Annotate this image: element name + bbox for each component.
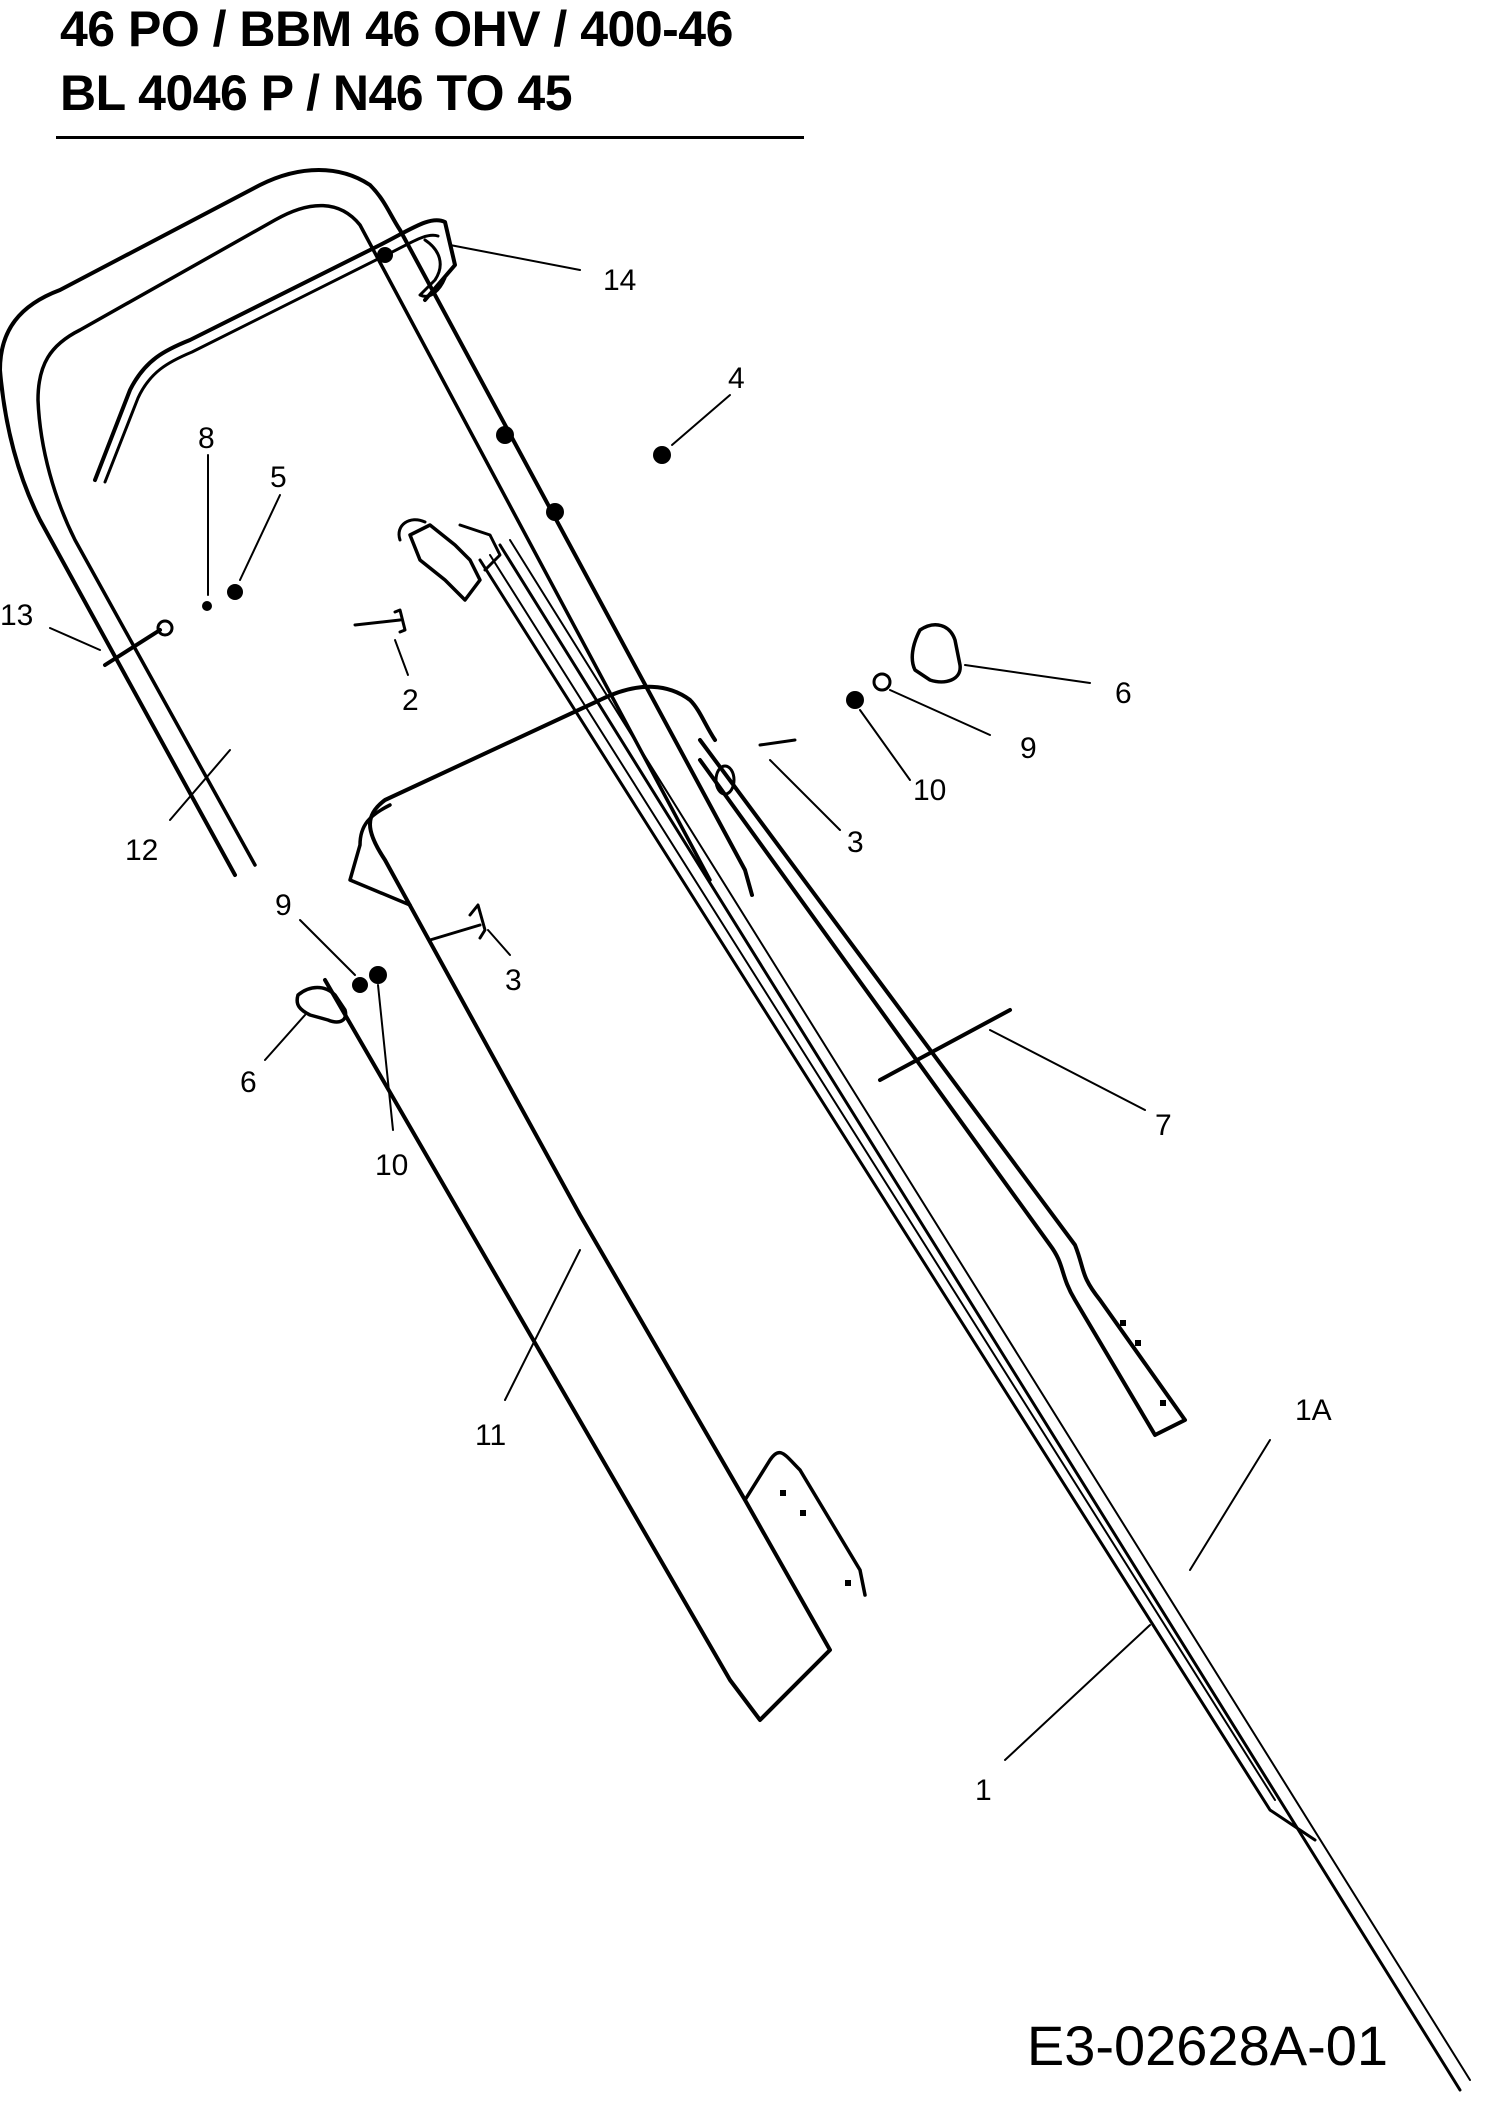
callout-9-right: 9	[1020, 732, 1037, 765]
upper-handle-inner	[36, 203, 712, 882]
callout-13: 13	[0, 599, 33, 632]
leader-3-lower	[487, 929, 511, 956]
foot-slot-1	[780, 1490, 786, 1496]
leader-3-upper	[769, 759, 841, 831]
cable-tie	[878, 1008, 1012, 1082]
callout-8: 8	[198, 422, 215, 455]
lower-handle	[323, 684, 832, 1722]
cable-1a	[498, 543, 1462, 2092]
leader-6-right	[964, 664, 1091, 684]
drawing-number: E3-02628A-01	[1026, 2014, 1388, 2077]
washer-part-10-left	[369, 966, 387, 984]
leader-7	[989, 1029, 1146, 1111]
foot-slot-4	[1120, 1320, 1126, 1326]
bolt-part-2	[353, 608, 407, 634]
leader-12	[169, 749, 231, 821]
callout-10-right: 10	[913, 774, 946, 807]
washer-part-9-right	[872, 672, 892, 692]
callout-3-lower: 3	[505, 964, 522, 997]
brake-lever-knob	[397, 518, 427, 542]
cable-1	[478, 558, 1317, 1842]
leader-9-right	[889, 689, 991, 736]
leader-4	[671, 394, 731, 446]
lower-handle-right-rail	[698, 738, 1187, 1437]
control-bail	[93, 218, 457, 482]
knob-part-6-right	[910, 623, 962, 684]
callout-4: 4	[728, 362, 745, 395]
foot-slot-5	[1135, 1340, 1141, 1346]
callout-12: 12	[125, 834, 158, 867]
washer-part-10-right	[846, 691, 864, 709]
eye-bolt-part-13	[103, 628, 162, 667]
callout-3-upper: 3	[847, 826, 864, 859]
rail-clip-2	[496, 426, 514, 444]
leader-1a	[1189, 1439, 1271, 1571]
leader-10-left	[377, 984, 394, 1131]
callout-11: 11	[475, 1419, 506, 1452]
knob-part-6-left	[295, 985, 348, 1024]
bail-hook	[418, 238, 447, 298]
leader-6-left	[264, 1014, 306, 1061]
control-bail-inner	[103, 233, 440, 484]
foot-slot-2	[800, 1510, 806, 1516]
leader-14	[449, 244, 581, 271]
leader-10-right	[859, 709, 911, 781]
leader-9-left	[299, 919, 356, 976]
cable-1a-inner	[509, 539, 1471, 2081]
washer-part-9-left	[352, 977, 368, 993]
callout-1: 1	[975, 1774, 992, 1807]
rail-clip-3	[546, 503, 564, 521]
callout-6-left: 6	[240, 1066, 257, 1099]
model-title-line-1: 46 PO / BBM 46 OHV / 400-46	[60, 1, 733, 57]
leader-1	[1004, 1624, 1151, 1761]
rail-clip-1	[377, 247, 393, 263]
callout-5: 5	[270, 461, 287, 494]
lower-handle-inner	[348, 803, 412, 907]
callout-7: 7	[1155, 1109, 1172, 1142]
model-title-line-2: BL 4046 P / N46 TO 45	[60, 65, 573, 121]
callout-9-left: 9	[275, 889, 292, 922]
callout-10-left: 10	[375, 1149, 408, 1182]
eye-bolt-eye	[156, 619, 174, 637]
callout-14: 14	[603, 264, 636, 297]
nut-part-4	[653, 446, 671, 464]
callout-6-right: 6	[1115, 677, 1132, 710]
foot-slot-3	[845, 1580, 851, 1586]
leader-2	[394, 639, 409, 676]
foot-slot-6	[1160, 1400, 1166, 1406]
handle-mount-hole	[714, 764, 736, 796]
leader-11	[504, 1249, 581, 1401]
bolt-part-3-upper	[758, 738, 797, 747]
callout-1a: 1A	[1295, 1394, 1332, 1427]
title-underline	[56, 136, 804, 139]
brake-lever-assembly	[408, 523, 482, 602]
bolt-part-3-lower	[428, 903, 487, 942]
leader-5	[239, 494, 281, 581]
leader-13	[49, 627, 101, 651]
washer-part-8	[202, 601, 212, 611]
nut-part-5	[227, 584, 243, 600]
cable-bracket	[458, 523, 502, 572]
callout-2: 2	[402, 684, 419, 717]
upper-handle	[0, 168, 754, 897]
cable-1-inner	[489, 554, 1276, 1801]
lower-handle-left-foot	[743, 1450, 867, 1597]
